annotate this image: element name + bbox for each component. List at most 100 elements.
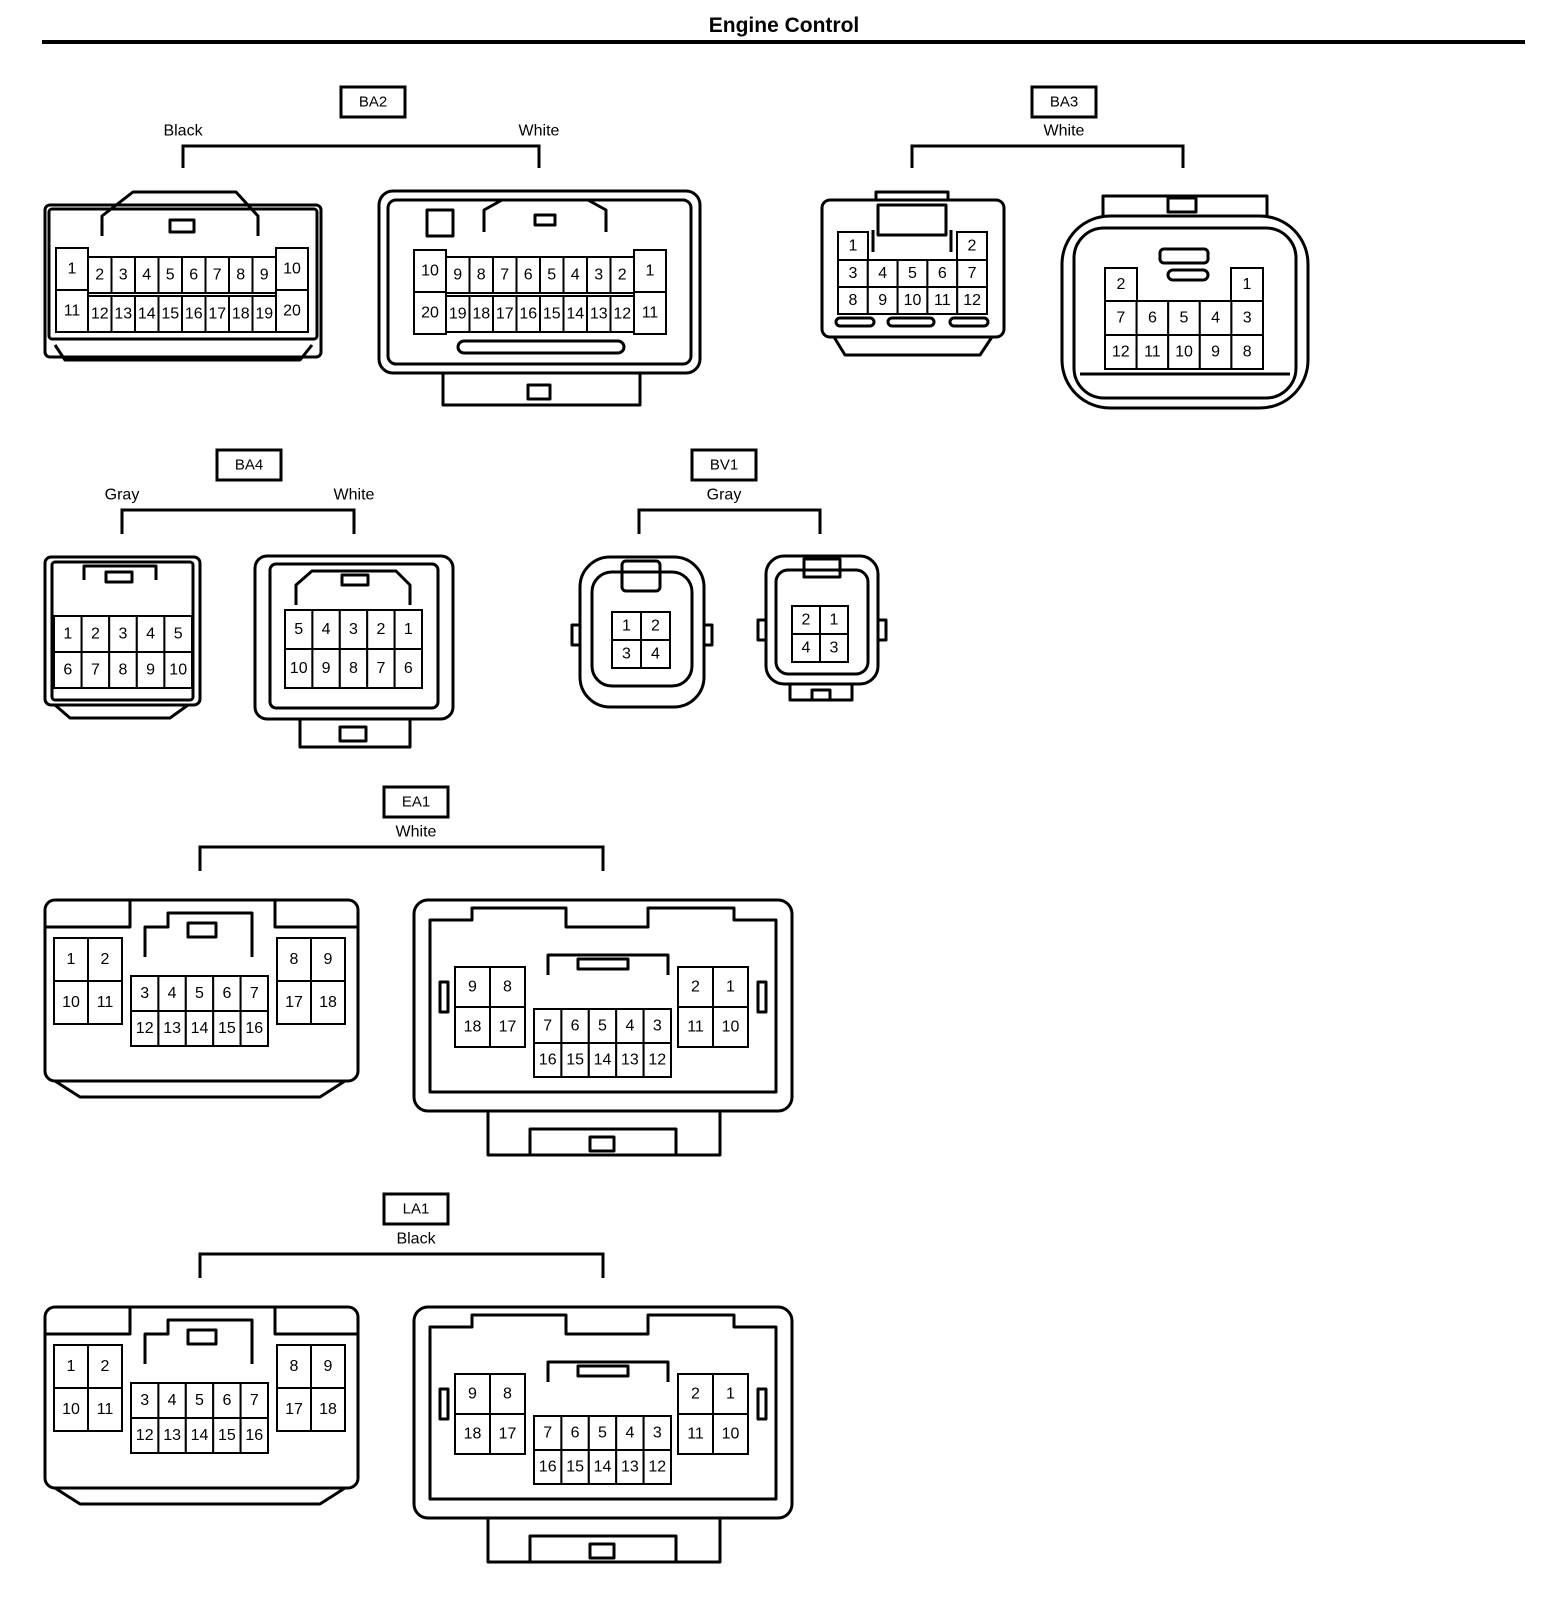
pin-number: 4 xyxy=(571,267,580,284)
pin-number: 11 xyxy=(642,305,659,322)
pin-number: 7 xyxy=(376,660,385,677)
pin-cell xyxy=(1167,300,1201,336)
connector-outline xyxy=(54,703,189,720)
pin-number: 7 xyxy=(1116,310,1125,327)
connector-outline xyxy=(428,906,778,1094)
connector-outline xyxy=(528,1127,678,1155)
pin-cell xyxy=(1104,267,1138,302)
connector-outline xyxy=(43,203,323,359)
connector-outline xyxy=(53,344,314,362)
pin-number: 20 xyxy=(421,305,439,322)
connector-outline xyxy=(441,373,642,407)
pin-number: 9 xyxy=(322,660,331,677)
pin-cell xyxy=(642,1415,672,1451)
pin-number: 5 xyxy=(166,267,175,284)
pin-number: 4 xyxy=(142,267,151,284)
connector-outline xyxy=(570,623,714,647)
pin-cell xyxy=(642,1008,672,1044)
pin-number: 1 xyxy=(1243,276,1252,293)
pin-cell xyxy=(163,651,193,689)
pin-number: 2 xyxy=(968,238,977,255)
pin-number: 7 xyxy=(91,662,100,679)
pin-number: 9 xyxy=(453,267,462,284)
pin-number: 4 xyxy=(168,985,177,1002)
group-bracket xyxy=(198,845,605,871)
pin-number: 12 xyxy=(136,1020,154,1037)
pin-number: 13 xyxy=(621,1459,639,1476)
pin-number: 16 xyxy=(539,1459,557,1476)
connector-outline xyxy=(802,557,842,579)
pin-number: 6 xyxy=(63,662,72,679)
pin-cell xyxy=(489,1413,526,1455)
group-bracket xyxy=(637,508,822,534)
pin-number: 17 xyxy=(285,1401,303,1418)
pin-number: 15 xyxy=(161,306,179,323)
connector-outline xyxy=(294,569,412,605)
pin-cell xyxy=(239,1010,270,1047)
pin-number: 10 xyxy=(62,1401,80,1418)
wire-color-label: Gray xyxy=(105,487,140,504)
pin-cell xyxy=(87,1387,123,1432)
wire-color-label: Black xyxy=(163,123,203,140)
pin-number: 2 xyxy=(618,267,627,284)
pin-number: 1 xyxy=(622,618,631,635)
pin-number: 1 xyxy=(830,612,839,629)
pin-number: 10 xyxy=(722,1019,740,1036)
pin-cell xyxy=(712,1006,749,1048)
pin-number: 10 xyxy=(283,261,301,278)
pin-cell xyxy=(53,980,89,1025)
pin-number: 9 xyxy=(324,1358,333,1375)
pin-number: 8 xyxy=(236,267,245,284)
pin-number: 3 xyxy=(349,621,358,638)
pin-cell xyxy=(393,648,424,689)
pin-cell xyxy=(1104,300,1138,336)
connector-outline xyxy=(834,316,876,328)
group-bracket xyxy=(181,144,541,168)
connector-code-box xyxy=(339,85,407,119)
pin-number: 6 xyxy=(189,267,198,284)
pin-number: 15 xyxy=(566,1459,584,1476)
pin-cell xyxy=(366,609,396,650)
pin-cell xyxy=(1198,334,1233,370)
pin-cell xyxy=(837,231,869,261)
connector-outline xyxy=(1060,214,1310,410)
pin-cell xyxy=(310,980,346,1025)
pin-number: 5 xyxy=(195,985,204,1002)
pin-cell xyxy=(615,1042,645,1078)
pin-cell xyxy=(633,249,667,293)
connector-outline xyxy=(50,560,195,702)
pin-cell xyxy=(1135,334,1170,370)
pin-number: 15 xyxy=(218,1427,236,1444)
pin-cell xyxy=(310,1387,346,1432)
pin-cell xyxy=(157,1417,187,1454)
connector-outline xyxy=(298,719,412,749)
connector-outline xyxy=(338,725,368,743)
connector-code: BA2 xyxy=(359,94,387,111)
pin-number: 2 xyxy=(95,267,104,284)
pin-number: 10 xyxy=(904,292,922,309)
connector-outline xyxy=(810,688,832,702)
connector-outline xyxy=(774,568,870,676)
pin-cell xyxy=(615,1008,645,1044)
pin-cell xyxy=(712,1373,749,1415)
pin-number: 8 xyxy=(290,1358,299,1375)
pin-cell xyxy=(454,1006,491,1048)
connector-code: LA1 xyxy=(403,1201,430,1218)
connector-outline xyxy=(253,554,455,721)
connector-outline xyxy=(186,1328,218,1346)
pin-number: 1 xyxy=(63,626,72,643)
pin-cell xyxy=(212,1010,242,1047)
pin-number: 18 xyxy=(472,306,490,323)
connector-outline xyxy=(100,190,260,236)
pin-cell xyxy=(866,259,899,288)
pin-number: 5 xyxy=(908,265,917,282)
pin-number: 9 xyxy=(1211,344,1220,361)
pin-number: 12 xyxy=(963,292,981,309)
connector-code-box xyxy=(382,1192,450,1226)
pin-cell xyxy=(157,1010,187,1047)
pin-number: 14 xyxy=(191,1020,209,1037)
pin-number: 1 xyxy=(67,1358,76,1375)
pin-number: 2 xyxy=(101,1358,110,1375)
pin-cell xyxy=(642,1449,672,1485)
connector-code-box xyxy=(1030,85,1098,119)
